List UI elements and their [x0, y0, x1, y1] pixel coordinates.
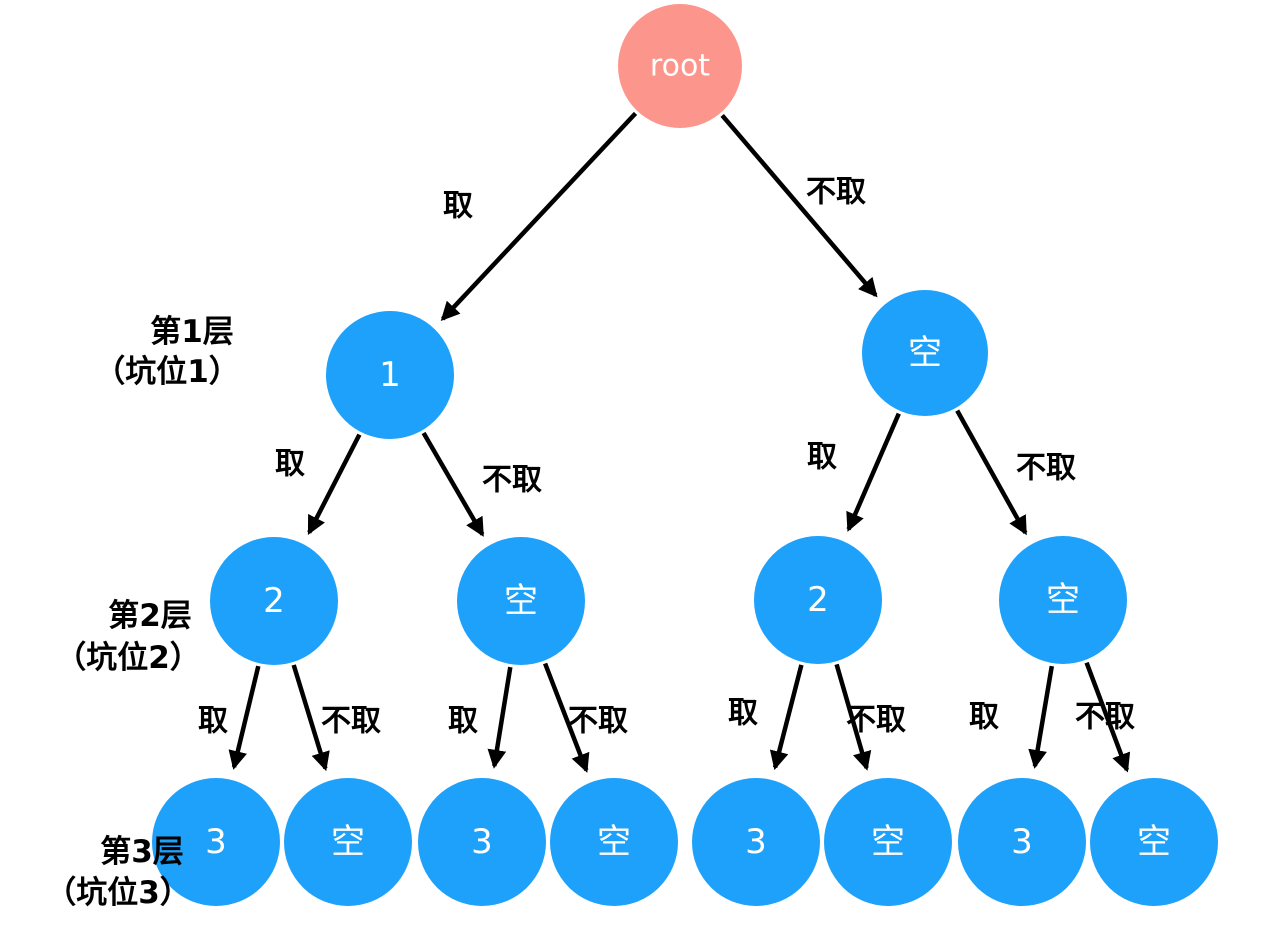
tree-node-n3c — [692, 778, 820, 906]
level-label-3-line1: 第3层 — [100, 834, 184, 870]
edge-label: 不取 — [806, 175, 866, 210]
tree-node-n2b — [754, 536, 882, 664]
edge-arrow — [543, 662, 590, 773]
tree-node-e3b — [550, 778, 678, 906]
level-label-1-line1: 第1层 — [150, 314, 234, 350]
edge-arrow — [421, 431, 485, 537]
nodes-layer: root 1 空 2 空 2 空 3 空 3 空 3 空 3 空 — [152, 4, 1218, 906]
tree-node-label-e3d: 空 — [1137, 822, 1171, 862]
edge-arrow — [1084, 661, 1131, 773]
tree-node-label-e2a: 空 — [504, 581, 538, 621]
labels-layer: 第1层 （坑位1） 第2层 （坑位2） 第3层 （坑位3） — [45, 314, 240, 911]
tree-node-label-e3a: 空 — [331, 822, 365, 862]
edge-arrow — [769, 664, 804, 771]
edge-arrow — [834, 663, 872, 771]
edge-label: 取 — [807, 440, 837, 475]
edge-label: 取 — [443, 189, 473, 224]
tree-node-e2a — [457, 537, 585, 665]
tree-node-label-root: root — [650, 49, 710, 84]
tree-node-label-e3b: 空 — [597, 822, 631, 862]
edge-label: 不取 — [846, 703, 906, 738]
tree-node-label-e2b: 空 — [1046, 580, 1080, 620]
edge-label: 不取 — [568, 704, 628, 739]
tree-node-label-n2a: 2 — [263, 581, 285, 621]
tree-node-label-e1: 空 — [908, 333, 942, 373]
tree-node-e1 — [862, 290, 988, 416]
edge-arrow — [291, 664, 330, 772]
tree-node-label-n1: 1 — [379, 355, 401, 395]
tree-node-root — [618, 4, 742, 128]
tree-node-label-n2b: 2 — [807, 580, 829, 620]
tree-node-label-n3a: 3 — [205, 822, 227, 862]
level-label-2-line2: （坑位2） — [55, 640, 201, 676]
edge-label: 取 — [275, 447, 305, 482]
edge-label: 取 — [728, 696, 758, 731]
tree-node-e3d — [1090, 778, 1218, 906]
level-label-3-line2: （坑位3） — [45, 875, 191, 911]
edge-label: 取 — [969, 700, 999, 735]
tree-node-label-e3c: 空 — [871, 822, 905, 862]
edge-arrow — [1028, 665, 1055, 769]
edge-label: 取 — [448, 704, 478, 739]
level-label-2-line1: 第2层 — [108, 598, 192, 634]
tree-node-label-n3d: 3 — [1011, 822, 1033, 862]
edge-arrow — [487, 666, 513, 769]
edge-arrow — [846, 412, 901, 532]
tree-node-n3b — [418, 778, 546, 906]
level-label-1-line2: （坑位1） — [94, 354, 240, 390]
edges-layer: 取不取取不取取不取取不取取不取取不取取不取 — [198, 111, 1135, 773]
tree-node-e3a — [284, 778, 412, 906]
edge-arrow — [307, 433, 362, 536]
edge-label: 不取 — [1016, 451, 1076, 486]
edge-arrow — [720, 113, 878, 298]
edge-label: 不取 — [321, 704, 381, 739]
tree-node-label-n3c: 3 — [745, 822, 767, 862]
edge-arrow — [228, 665, 261, 770]
edge-arrow — [955, 409, 1028, 536]
edge-label: 不取 — [1075, 700, 1135, 735]
tree-node-n2a — [210, 537, 338, 665]
tree-node-e2b — [999, 536, 1127, 664]
tree-node-n3a — [152, 778, 280, 906]
tree-node-n3d — [958, 778, 1086, 906]
edge-label: 取 — [198, 704, 228, 739]
edge-arrow — [440, 111, 638, 321]
tree-node-n1 — [326, 311, 454, 439]
edge-label: 不取 — [482, 463, 542, 498]
tree-node-label-n3b: 3 — [471, 822, 493, 862]
tree-node-e3c — [824, 778, 952, 906]
